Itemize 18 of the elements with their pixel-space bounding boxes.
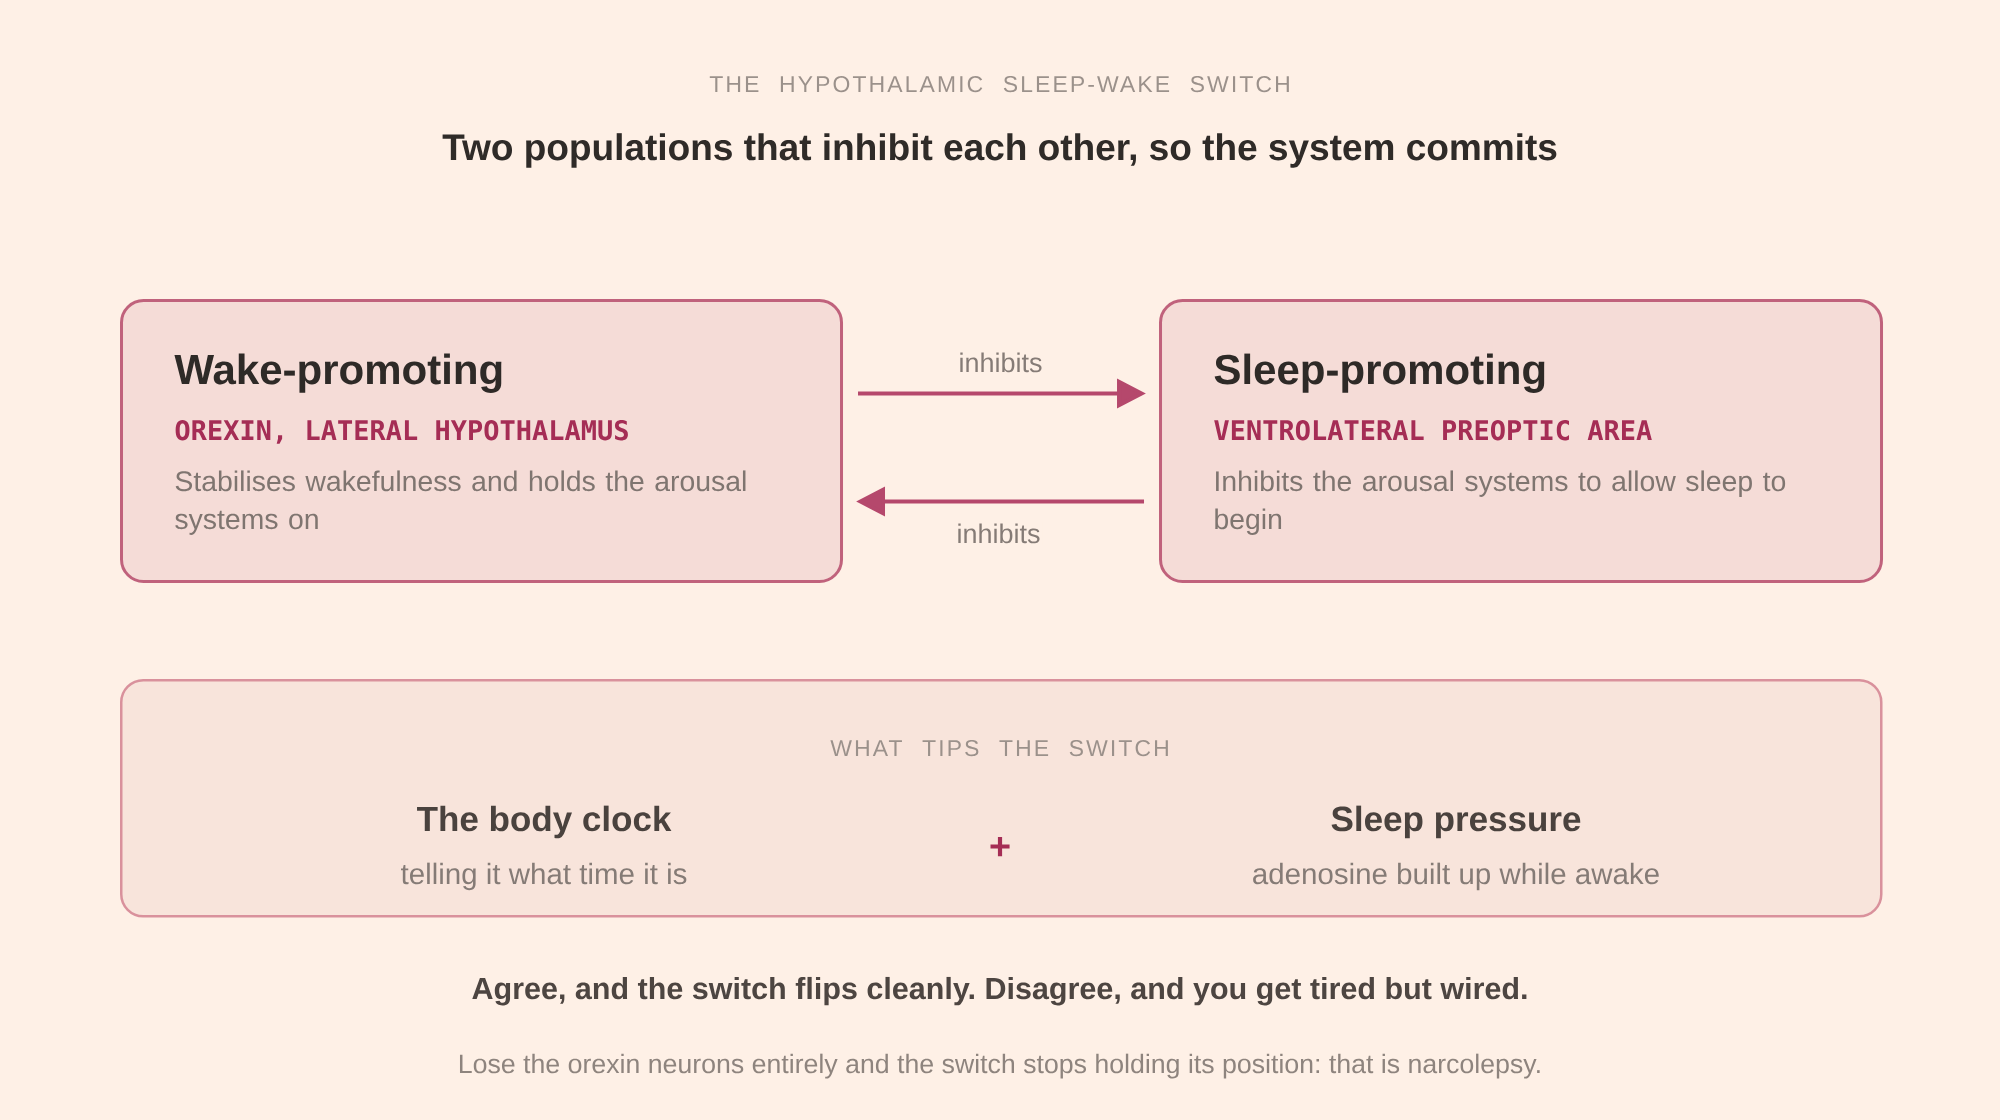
region-label: OREXIN, LATERAL HYPOTHALAMUS <box>175 419 628 444</box>
card-heading: Sleep-promoting <box>1214 353 1545 393</box>
section-heading: WHAT TIPS THE SWITCH <box>830 739 1168 757</box>
summary-text: Agree, and the switch flips cleanly. Disagree, and you get tired but wired. <box>472 976 1527 1006</box>
caption: Lose the orexin neurons entirely and the switch stops holding its position: that is narcolepsy. <box>460 1053 1540 1079</box>
title: Two populations that inhibit each other, so the system commits <box>442 133 1557 168</box>
factor-text: adenosine built up while awake <box>1253 862 1659 891</box>
description: Inhibits the arousal systems to allow sleep to begin <box>1215 470 1786 535</box>
eyebrow-heading: THE HYPOTHALAMIC SLEEP-WAKE SWITCH <box>709 75 1289 93</box>
factor-text: telling it what time it is <box>401 862 687 891</box>
plus-sign: + <box>990 836 1010 857</box>
factor-heading: Sleep pressure <box>1331 805 1581 839</box>
edge-label: inhibits <box>956 350 1045 375</box>
description: Stabilises wakefulness and holds the arousal systems on <box>175 470 746 535</box>
edge-label: inhibits <box>954 521 1043 546</box>
card-heading: Wake-promoting <box>174 353 502 393</box>
factor-heading: The body clock <box>417 805 672 839</box>
region-label: VENTROLATERAL PREOPTIC AREA <box>1214 419 1652 441</box>
